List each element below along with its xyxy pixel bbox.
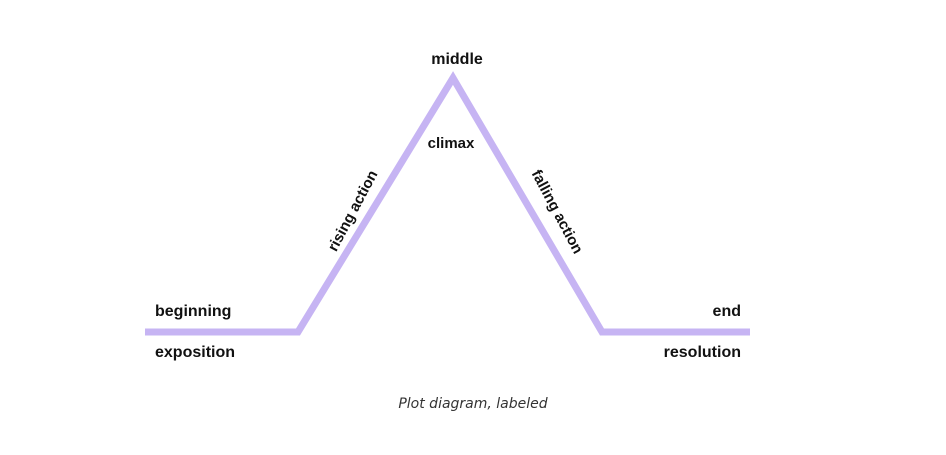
plot-line [145,71,750,336]
label-climax: climax [428,135,475,152]
label-end: end [713,303,741,320]
figure-caption: Plot diagram, labeled [398,396,548,412]
label-middle: middle [431,51,483,68]
label-beginning: beginning [155,303,231,320]
label-exposition: exposition [155,344,235,361]
label-resolution: resolution [664,344,741,361]
label-falling-action: falling action [528,167,586,257]
